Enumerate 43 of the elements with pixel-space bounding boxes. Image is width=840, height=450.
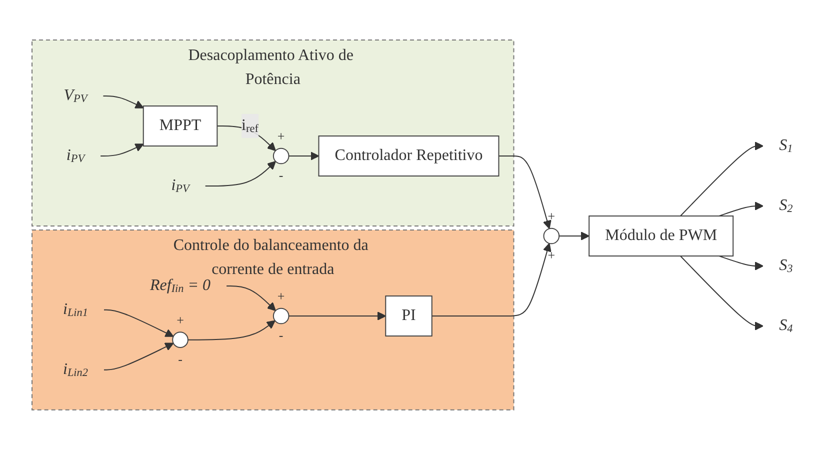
node-box: MPPT	[142, 106, 218, 147]
node-text: i$_{Lin2}$	[62, 360, 88, 380]
arrow	[288, 312, 386, 320]
node-text: S$_{4}$	[778, 317, 792, 336]
node-text: i$_{PV}$	[170, 177, 189, 196]
node-label: -	[278, 168, 283, 183]
arrow	[718, 202, 764, 217]
arrow	[102, 96, 144, 108]
arrow	[226, 286, 276, 312]
arrow	[103, 342, 174, 370]
node-circle	[542, 228, 560, 244]
node-text: Ref$_{Iin}$ = 0	[150, 277, 210, 296]
node-box: Módulo de PWM	[588, 216, 734, 257]
edge-label: i$_{ref}$	[241, 117, 258, 136]
arrow	[431, 243, 552, 317]
node-text: i$_{Lin1}$	[62, 300, 88, 320]
node-text: S$_{1}$	[778, 137, 792, 156]
arrow	[103, 309, 174, 337]
node-label: +	[176, 312, 184, 328]
arrow	[718, 256, 764, 270]
node-text: i$_{PV}$	[66, 147, 84, 166]
node-box: Controlador Repetitivo	[318, 136, 499, 177]
arrow	[100, 144, 144, 157]
node-circle	[272, 148, 289, 164]
arrow	[680, 142, 764, 217]
node-box: PI	[384, 296, 432, 337]
node-text: V$_{PV}$	[63, 87, 87, 106]
arrow	[288, 152, 319, 160]
arrow	[187, 320, 276, 340]
arrow	[558, 232, 590, 240]
node-label: +	[547, 248, 555, 263]
arrow	[680, 256, 764, 330]
arrow	[204, 161, 276, 187]
node-circle	[272, 308, 289, 324]
node-label: +	[547, 208, 555, 224]
arrow	[498, 156, 552, 230]
node-circle	[172, 332, 188, 348]
node-label: +	[277, 128, 284, 144]
node-label: -	[178, 352, 182, 367]
node-text: S$_{3}$	[778, 257, 792, 276]
node-label: +	[277, 288, 284, 304]
node-text: S$_{2}$	[778, 197, 792, 216]
node-label: -	[278, 328, 283, 343]
